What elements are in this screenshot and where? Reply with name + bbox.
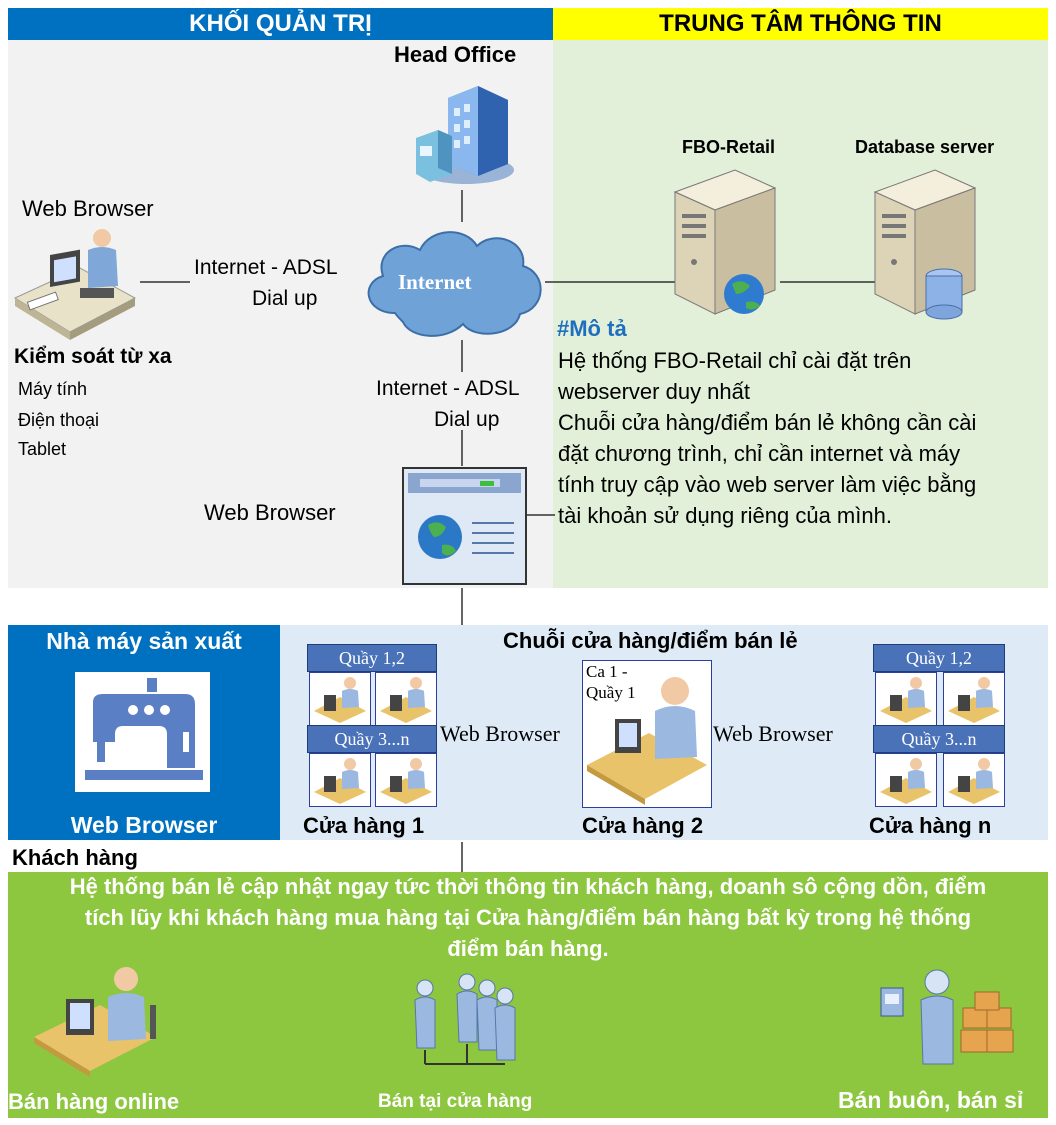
store1-clerk-3 <box>309 753 371 807</box>
storen-clerk-3 <box>875 753 937 807</box>
description-heading: #Mô tả <box>557 316 627 341</box>
clerk-computer-icon <box>314 758 366 804</box>
remote-link-line2: Dial up <box>252 287 318 310</box>
factory-browser-label: Web Browser <box>70 812 218 838</box>
store1-clerk-4 <box>375 753 437 807</box>
clerk-computer-icon <box>880 758 932 804</box>
description-line6: tài khoản sử dụng riêng của mình. <box>558 503 892 528</box>
remote-link-line1: Internet - ADSL <box>194 256 338 279</box>
header-right: TRUNG TÂM THÔNG TIN <box>553 8 1048 40</box>
header-left: KHỐI QUẢN TRỊ <box>8 8 553 40</box>
store1-label: Cửa hàng 1 <box>303 813 425 838</box>
clerk-computer-icon <box>587 677 707 805</box>
description-line4: đặt chương trình, chỉ cần internet và má… <box>558 441 961 466</box>
office-building-icon <box>416 86 514 184</box>
stores-title: Chuỗi cửa hàng/điểm bán lẻ <box>503 628 798 653</box>
wholesale-customer-icon <box>880 969 1014 1065</box>
store2-shift-line2: Quầy 1 <box>586 683 636 702</box>
storen-clerk-2 <box>943 672 1005 726</box>
office-browser-label: Web Browser <box>204 500 336 525</box>
internet-cloud-icon <box>367 231 542 337</box>
customers-band <box>8 872 1048 1118</box>
remote-browser-label: Web Browser <box>22 196 154 221</box>
device-phone: Điện thoại <box>18 410 100 430</box>
database-server-icon <box>873 169 977 320</box>
remote-user-computer-icon <box>13 229 137 340</box>
store1-clerk-1 <box>309 672 371 726</box>
clerk-computer-icon <box>380 758 432 804</box>
clerk-computer-icon <box>948 758 1000 804</box>
store2-shift-line1: Ca 1 - <box>586 662 628 681</box>
remote-control-title: Kiểm soát từ xa <box>14 345 172 368</box>
store1-clerk-2 <box>375 672 437 726</box>
sewing-machine-icon <box>75 672 210 792</box>
wholesale-sales-label: Bán buôn, bán sỉ <box>838 1087 1024 1113</box>
store1-counter-12-label: Quầy 1,2 <box>307 644 437 672</box>
description-line3: Chuỗi cửa hàng/điểm bán lẻ không cần cài <box>558 410 977 435</box>
device-tablet: Tablet <box>18 439 67 459</box>
customers-line2: tích lũy khi khách hàng mua hàng tại Cửa… <box>84 905 972 930</box>
clerk-computer-icon <box>948 677 1000 723</box>
factory-title: Nhà máy sản xuất <box>46 628 242 654</box>
database-server-label: Database server <box>855 137 995 157</box>
clerk-computer-icon <box>314 677 366 723</box>
in-store-sales-label: Bán tại cửa hàng <box>378 1091 533 1112</box>
customers-line1: Hệ thống bán lẻ cập nhật ngay tức thời t… <box>69 874 987 899</box>
internet-cloud-label: Internet <box>398 270 472 294</box>
storen-counter-12-label: Quầy 1,2 <box>873 644 1005 672</box>
app-server-icon <box>673 169 777 315</box>
device-computer: Máy tính <box>18 379 88 399</box>
description-line1: Hệ thống FBO-Retail chỉ cài đặt trên <box>558 348 912 373</box>
store2-label: Cửa hàng 2 <box>582 813 704 838</box>
stores-browser-right: Web Browser <box>713 721 833 746</box>
storen-clerk-4 <box>943 753 1005 807</box>
storen-clerk-1 <box>875 672 937 726</box>
web-browser-window-icon <box>402 467 527 585</box>
storen-counter-3n-label: Quầy 3...n <box>873 725 1005 753</box>
office-link-line2: Dial up <box>434 408 500 431</box>
store2-shift-clerk <box>582 660 712 808</box>
in-store-customers-icon <box>414 973 516 1065</box>
clerk-computer-icon <box>880 677 932 723</box>
customers-title: Khách hàng <box>12 845 138 870</box>
online-sales-label: Bán hàng online <box>8 1089 180 1114</box>
customers-line3: điểm bán hàng. <box>447 936 609 961</box>
office-link-line1: Internet - ADSL <box>376 377 520 400</box>
stores-browser-left: Web Browser <box>440 721 560 746</box>
storen-label: Cửa hàng n <box>869 813 992 838</box>
online-sales-user-icon <box>34 967 156 1077</box>
clerk-computer-icon <box>380 677 432 723</box>
description-line5: tính truy cập vào web server làm việc bằ… <box>558 472 977 497</box>
fbo-retail-label: FBO-Retail <box>682 137 776 157</box>
info-center-panel <box>553 40 1048 588</box>
store1-counter-3n-label: Quầy 3...n <box>307 725 437 753</box>
head-office-label: Head Office <box>394 42 517 67</box>
description-line2: webserver duy nhất <box>558 379 750 404</box>
